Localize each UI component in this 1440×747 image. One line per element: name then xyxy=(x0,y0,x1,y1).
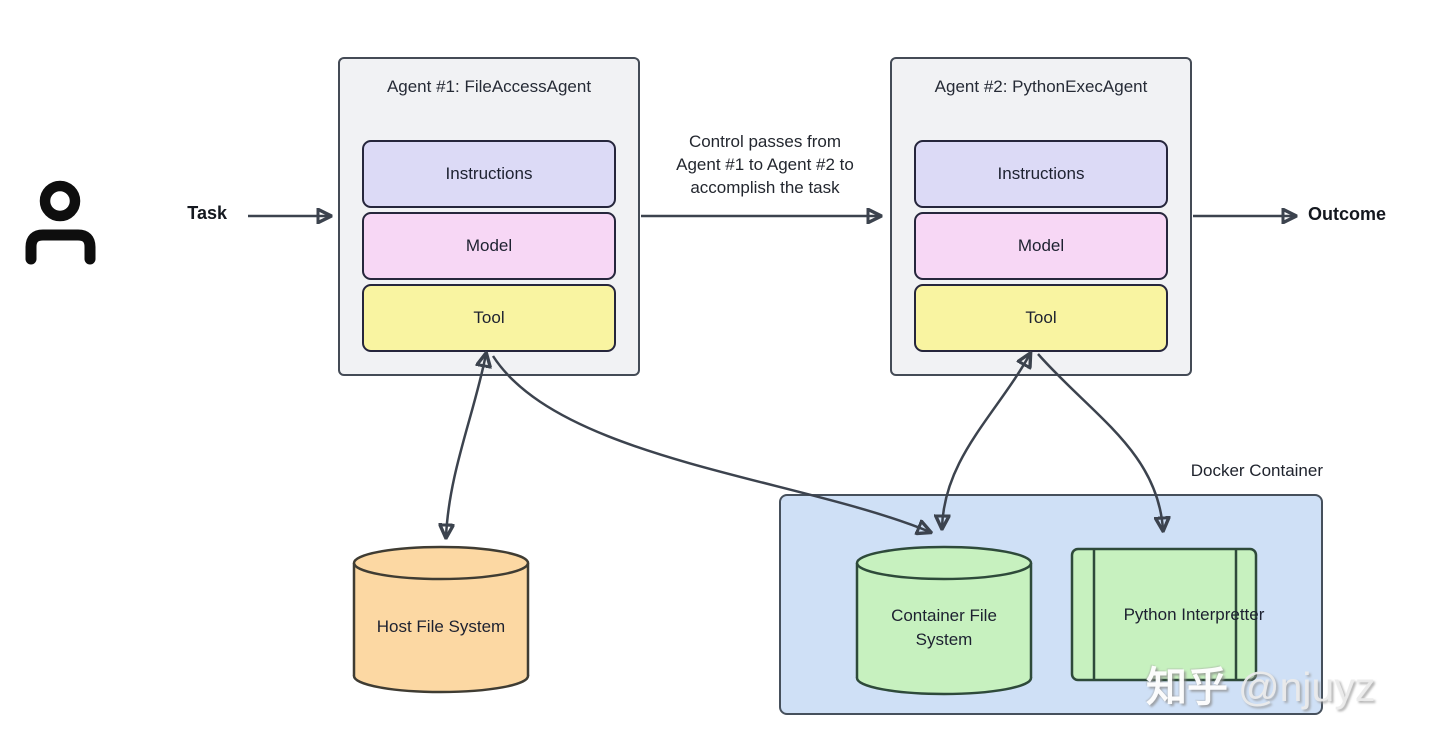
agent2-tool-box: Tool xyxy=(914,284,1168,352)
host-file-system-label: Host File System xyxy=(376,617,506,636)
user-icon xyxy=(25,180,96,265)
container-file-system-cylinder: Container File System xyxy=(855,545,1033,697)
control-note: Control passes from Agent #1 to Agent #2… xyxy=(676,132,854,197)
agent2-instructions-box: Instructions xyxy=(914,140,1168,208)
cylinder-shape xyxy=(352,545,530,694)
agent2-card: Agent #2: PythonExecAgent Instructions M… xyxy=(890,57,1192,376)
docker-container-label: Docker Container xyxy=(1190,461,1323,480)
python-interpreter-label: Python Interpretter xyxy=(1123,604,1265,624)
agent2-title: Agent #2: PythonExecAgent xyxy=(934,77,1148,96)
watermark-handle: @njuyz xyxy=(1238,664,1376,710)
agent1-hostfs-connector xyxy=(446,354,486,537)
watermark: 知乎@njuyz xyxy=(1146,653,1375,713)
agent1-model-box: Model xyxy=(362,212,616,280)
agent2-model-box: Model xyxy=(914,212,1168,280)
host-file-system-cylinder: Host File System xyxy=(352,545,530,695)
outcome-label: Outcome xyxy=(1308,204,1387,224)
watermark-brand: 知乎 xyxy=(1146,664,1228,710)
cylinder-shape xyxy=(855,545,1033,696)
agent1-tool-box: Tool xyxy=(362,284,616,352)
task-label: Task xyxy=(187,203,227,223)
container-file-system-label: Container File System xyxy=(891,606,997,649)
agent1-instructions-box: Instructions xyxy=(362,140,616,208)
agent1-card: Agent #1: FileAccessAgent Instructions M… xyxy=(338,57,640,376)
predefined-process-shape xyxy=(1070,547,1258,682)
python-interpreter-box: Python Interpretter xyxy=(1070,547,1264,682)
agent1-title: Agent #1: FileAccessAgent xyxy=(386,77,592,96)
